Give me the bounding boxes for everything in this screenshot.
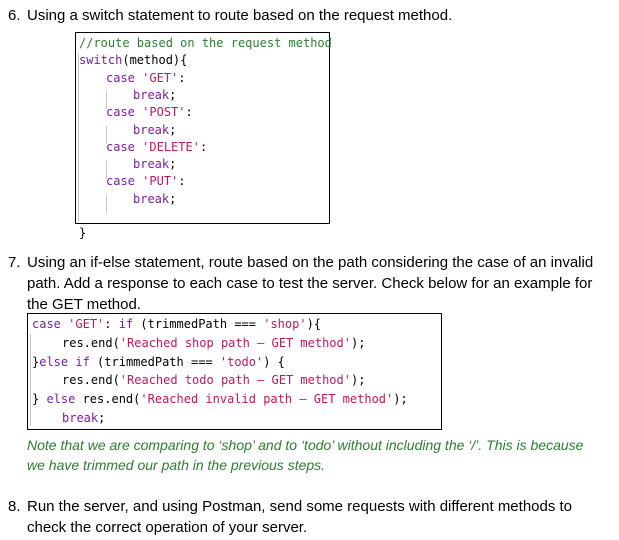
code-line: res.end('Reached todo path – GET method'… bbox=[62, 371, 365, 389]
code-line: break; bbox=[133, 190, 176, 208]
code-line: } bbox=[79, 224, 86, 242]
code-line: }else if (trimmedPath === 'todo') { bbox=[32, 353, 285, 371]
code-keyword: if bbox=[75, 354, 90, 369]
code-keyword: else bbox=[39, 354, 69, 369]
code-comment: //route based on the request method bbox=[79, 36, 332, 50]
code-line: switch(method){ bbox=[79, 51, 187, 69]
code-line: //route based on the request method bbox=[79, 34, 332, 52]
code-keyword: case bbox=[106, 139, 135, 154]
code-token: ); bbox=[393, 392, 408, 407]
code-token: ); bbox=[350, 373, 366, 388]
code-keyword: case bbox=[106, 174, 135, 189]
code-line: case 'DELETE': bbox=[106, 138, 207, 156]
code-token: } bbox=[32, 354, 40, 369]
indent-guide bbox=[106, 126, 107, 144]
code-string: 'GET' bbox=[68, 317, 105, 331]
code-line: case 'PUT': bbox=[106, 172, 186, 190]
code-string: 'DELETE' bbox=[142, 139, 200, 154]
code-string: 'GET' bbox=[142, 70, 179, 85]
code-keyword: else bbox=[46, 392, 76, 407]
code-token: ){ bbox=[306, 317, 322, 331]
code-line: break; bbox=[62, 409, 105, 427]
code-token: res.end( bbox=[62, 373, 120, 388]
code-token: } bbox=[79, 226, 87, 241]
code-token: res.end( bbox=[75, 392, 141, 407]
code-keyword: switch bbox=[79, 53, 123, 68]
step-number: 7. bbox=[8, 254, 21, 271]
code-token: } bbox=[32, 392, 47, 407]
step-text: Using a switch statement to route based … bbox=[27, 7, 453, 24]
code-keyword: break bbox=[133, 157, 170, 172]
code-token: ; bbox=[169, 191, 177, 206]
indent-guide bbox=[30, 334, 31, 426]
code-token: (trimmedPath === bbox=[89, 354, 220, 369]
code-string: 'Reached todo path – GET method' bbox=[119, 373, 351, 388]
code-line: res.end('Reached shop path – GET method'… bbox=[62, 334, 365, 352]
note-text: Note that we are comparing to ‘shop’ and… bbox=[27, 437, 584, 473]
code-line: break; bbox=[133, 155, 176, 173]
code-token: ; bbox=[169, 157, 177, 172]
code-keyword: if bbox=[118, 317, 134, 331]
code-string: 'todo' bbox=[219, 354, 264, 369]
step-number: 6. bbox=[8, 7, 21, 24]
code-token: : bbox=[104, 317, 119, 331]
code-keyword: break bbox=[133, 87, 170, 102]
code-string: 'POST' bbox=[142, 105, 186, 120]
code-token: : bbox=[178, 174, 186, 189]
code-string: 'PUT' bbox=[142, 174, 179, 189]
code-keyword: case bbox=[106, 70, 135, 85]
code-string: 'Reached shop path – GET method' bbox=[119, 335, 351, 350]
indent-guide bbox=[106, 195, 107, 213]
code-token: : bbox=[199, 139, 208, 154]
code-token: ; bbox=[98, 411, 106, 425]
code-line: case 'POST': bbox=[106, 103, 193, 121]
code-line: break; bbox=[133, 121, 176, 139]
step-text: Run the server, and using Postman, send … bbox=[27, 498, 573, 536]
code-keyword: break bbox=[133, 191, 170, 206]
code-keyword: break bbox=[133, 122, 170, 137]
indent-guide bbox=[106, 91, 107, 109]
code-token: ; bbox=[169, 122, 177, 137]
code-token: : bbox=[178, 70, 186, 85]
code-block-if-else: case 'GET': if (trimmedPath === 'shop'){… bbox=[27, 313, 442, 430]
code-string: 'Reached invalid path – GET method' bbox=[140, 392, 394, 407]
code-token: res.end( bbox=[62, 335, 120, 350]
code-token: (trimmedPath === bbox=[133, 317, 264, 331]
code-token: (method){ bbox=[122, 53, 188, 68]
code-line: } else res.end('Reached invalid path – G… bbox=[32, 390, 408, 408]
code-keyword: case bbox=[106, 105, 135, 120]
code-token: ) { bbox=[263, 354, 285, 369]
code-string: 'shop' bbox=[263, 317, 307, 331]
step-number: 8. bbox=[8, 498, 21, 515]
indent-guide bbox=[106, 161, 107, 179]
code-keyword: break bbox=[62, 411, 99, 425]
indent-guide bbox=[78, 53, 79, 221]
code-line: break; bbox=[133, 86, 176, 104]
code-token: : bbox=[185, 105, 193, 120]
code-keyword: case bbox=[32, 317, 61, 331]
step-text: Using an if-else statement, route based … bbox=[27, 254, 594, 313]
code-token: ; bbox=[169, 87, 177, 102]
code-token: ); bbox=[350, 335, 366, 350]
code-line: case 'GET': if (trimmedPath === 'shop'){ bbox=[32, 315, 321, 333]
code-line: case 'GET': bbox=[106, 69, 186, 87]
